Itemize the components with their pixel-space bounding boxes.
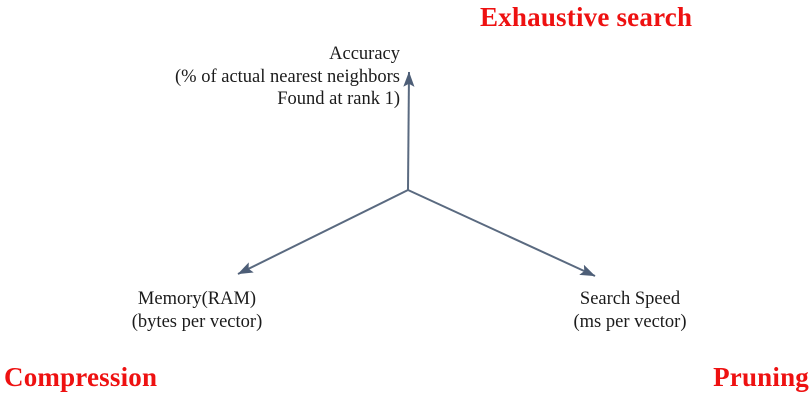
axis-label-accuracy-title: Accuracy: [329, 44, 400, 64]
corner-label-pruning: Pruning: [713, 362, 809, 392]
axis-label-memory: Memory(RAM) (bytes per vector): [97, 288, 297, 333]
axis-label-memory-detail-1: (bytes per vector): [131, 311, 263, 332]
axis-label-accuracy-detail-1: (% of actual nearest neighbors: [175, 66, 400, 87]
axis-label-memory-title: Memory(RAM): [137, 289, 257, 309]
axis-label-accuracy: Accuracy (% of actual nearest neighbors …: [98, 43, 400, 111]
axis-label-search-speed-title: Search Speed: [579, 289, 681, 309]
memory-axis-arrow: [237, 189, 409, 275]
accuracy-axis-arrow: [403, 71, 415, 191]
axis-label-search-speed: Search Speed (ms per vector): [532, 288, 728, 333]
search-speed-axis-arrow: [407, 189, 596, 277]
corner-label-compression: Compression: [4, 362, 158, 392]
axis-label-search-speed-detail-1: (ms per vector): [573, 311, 687, 332]
axis-label-accuracy-detail-2: Found at rank 1): [277, 89, 400, 109]
corner-label-exhaustive-search: Exhaustive search: [480, 2, 693, 32]
